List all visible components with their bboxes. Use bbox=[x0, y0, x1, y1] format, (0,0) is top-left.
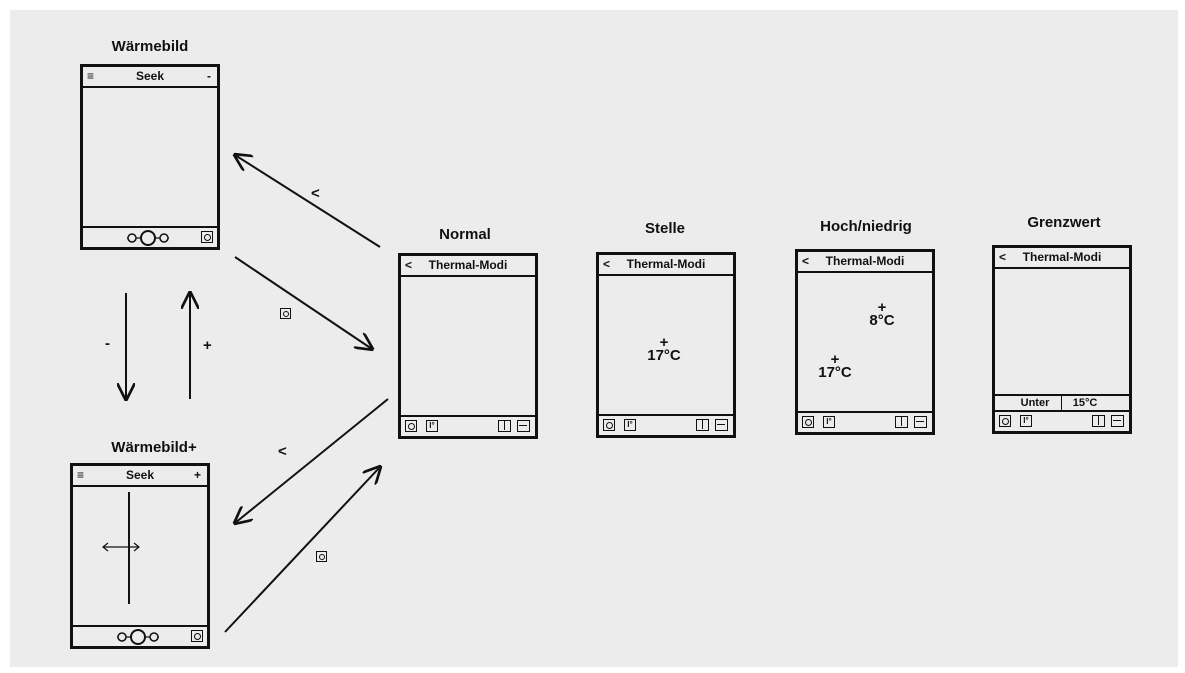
crosshair-icon: + bbox=[659, 334, 669, 351]
screen-title-waermebild-plus: Wärmebild+ bbox=[111, 439, 197, 456]
zoom-out-label: - bbox=[105, 335, 110, 352]
app-title: Seek bbox=[125, 468, 155, 482]
topbar: < Thermal-Modi bbox=[599, 255, 733, 276]
crosshair-icon: + bbox=[877, 299, 887, 316]
diagram-canvas: < - + < Wärmebild ≡ Seek - Wärmebild+ ≡ … bbox=[10, 10, 1178, 667]
thermal-mode-icon[interactable] bbox=[696, 419, 709, 431]
thermal-mode-icon[interactable] bbox=[1092, 415, 1105, 427]
arrow-normal-to-waermebild bbox=[235, 155, 381, 248]
temp-unit-icon[interactable]: I° bbox=[426, 420, 438, 432]
phone-grenzwert: < Thermal-Modi Unter 15°C I° bbox=[992, 245, 1132, 434]
screen-title-stelle: Stelle bbox=[644, 220, 686, 237]
high-temperature-value: 8°C bbox=[869, 312, 895, 329]
threshold-bar[interactable]: Unter 15°C bbox=[995, 394, 1129, 412]
back-button[interactable]: < bbox=[603, 257, 611, 271]
back-button[interactable]: < bbox=[405, 258, 413, 272]
arrow-waermebildplus-to-normal bbox=[224, 467, 380, 633]
bottombar bbox=[73, 625, 207, 646]
back-label-lower: < bbox=[278, 443, 287, 460]
transition-arrows bbox=[10, 10, 389, 633]
screen-title-waermebild: Wärmebild bbox=[111, 38, 189, 55]
crosshair-icon: + bbox=[830, 351, 840, 368]
temp-unit-icon[interactable]: I° bbox=[823, 416, 835, 428]
camera-icon-transition-upper bbox=[280, 308, 291, 319]
thermal-mode-icon[interactable] bbox=[498, 420, 511, 432]
screen-title-grenzwert: Grenzwert bbox=[1027, 214, 1101, 231]
camera-icon-transition-lower bbox=[316, 551, 327, 562]
threshold-label[interactable]: Unter bbox=[1020, 397, 1050, 409]
arrow-normal-to-waermebildplus bbox=[235, 398, 389, 523]
bottombar bbox=[83, 226, 217, 247]
topbar: < Thermal-Modi bbox=[798, 252, 932, 273]
header-title: Thermal-Modi bbox=[428, 258, 508, 272]
app-title: Seek bbox=[135, 69, 165, 83]
screen-title-normal: Normal bbox=[439, 226, 491, 243]
header-title: Thermal-Modi bbox=[1022, 250, 1102, 264]
back-button[interactable]: < bbox=[802, 254, 810, 268]
zoom-in-button[interactable]: + bbox=[193, 468, 201, 482]
phone-stelle: < Thermal-Modi + 17°C I° bbox=[596, 252, 736, 438]
back-button[interactable]: < bbox=[999, 250, 1007, 264]
high-temperature: + 8°C bbox=[869, 299, 895, 329]
topbar: ≡ Seek - bbox=[83, 67, 217, 88]
bottombar: I° bbox=[995, 410, 1129, 431]
phone-waermebild-plus: ≡ Seek + bbox=[70, 463, 210, 649]
temp-unit-icon[interactable]: I° bbox=[1020, 415, 1032, 427]
palette-icon[interactable] bbox=[517, 420, 530, 432]
camera-icon[interactable] bbox=[603, 419, 615, 431]
palette-icon[interactable] bbox=[914, 416, 927, 428]
low-temperature-value: 17°C bbox=[818, 364, 852, 381]
screen-title-hoch-niedrig: Hoch/niedrig bbox=[820, 218, 912, 235]
topbar: < Thermal-Modi bbox=[401, 256, 535, 277]
bottombar: I° bbox=[599, 414, 733, 435]
bottombar: I° bbox=[401, 415, 535, 436]
camera-icon[interactable] bbox=[405, 420, 417, 432]
topbar: < Thermal-Modi bbox=[995, 248, 1129, 269]
camera-icon[interactable] bbox=[802, 416, 814, 428]
camera-icon[interactable] bbox=[999, 415, 1011, 427]
header-title: Thermal-Modi bbox=[626, 257, 706, 271]
back-label-upper: < bbox=[311, 185, 320, 202]
bottombar: I° bbox=[798, 411, 932, 432]
temp-unit-icon[interactable]: I° bbox=[624, 419, 636, 431]
camera-icon[interactable] bbox=[191, 630, 203, 642]
topbar: ≡ Seek + bbox=[73, 466, 207, 487]
low-temperature: + 17°C bbox=[818, 351, 852, 381]
phone-normal: < Thermal-Modi I° bbox=[398, 253, 538, 439]
menu-icon[interactable]: ≡ bbox=[87, 69, 95, 83]
threshold-divider bbox=[1061, 396, 1062, 412]
spot-temperature-value: 17°C bbox=[647, 347, 681, 364]
threshold-value[interactable]: 15°C bbox=[1072, 397, 1098, 409]
palette-icon[interactable] bbox=[715, 419, 728, 431]
phone-hoch-niedrig: < Thermal-Modi + 8°C + 17°C I° bbox=[795, 249, 935, 435]
shutter-icon[interactable] bbox=[123, 229, 173, 246]
arrow-waermebild-to-normal bbox=[234, 256, 372, 349]
thermal-mode-icon[interactable] bbox=[895, 416, 908, 428]
camera-icon[interactable] bbox=[201, 231, 213, 243]
header-title: Thermal-Modi bbox=[825, 254, 905, 268]
spot-temperature: + 17°C bbox=[647, 334, 681, 364]
split-handle-icon[interactable] bbox=[93, 492, 153, 606]
phone-waermebild: ≡ Seek - bbox=[80, 64, 220, 250]
palette-icon[interactable] bbox=[1111, 415, 1124, 427]
menu-icon[interactable]: ≡ bbox=[77, 468, 85, 482]
zoom-out-button[interactable]: - bbox=[207, 69, 211, 83]
zoom-in-label: + bbox=[203, 337, 212, 354]
shutter-icon[interactable] bbox=[113, 628, 163, 645]
